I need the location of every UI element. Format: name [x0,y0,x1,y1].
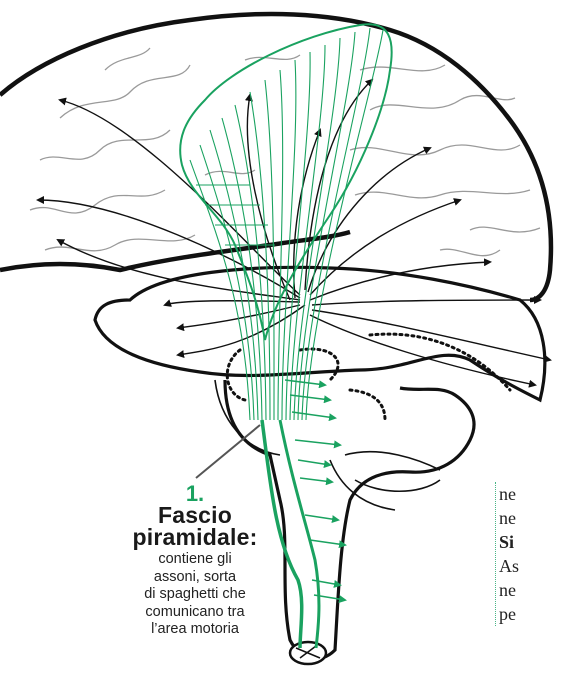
caption-body-line: contiene gli [100,551,290,569]
side-text-line: ne [499,506,570,530]
side-article-text: ne ne Si As ne pe [495,482,570,626]
caption-leader-line [196,425,260,478]
cerebrum-outline [0,14,551,300]
side-text-line: ne [499,578,570,602]
caption-body-line: l’area motoria [100,621,290,639]
caption-body-line: comunicano tra [100,604,290,622]
caption-body: contiene gli assoni, sorta di spaghetti … [100,551,290,639]
caption-body-line: di spaghetti che [100,586,290,604]
side-text-line: As [499,554,570,578]
side-text-line: Si [499,530,570,554]
side-text-line: pe [499,602,570,626]
pyramidal-tract-caption: 1. Fascio piramidale: contiene gli asson… [100,484,290,639]
side-text-line: ne [499,482,570,506]
caption-title-1: Fascio [100,504,290,526]
caption-body-line: assoni, sorta [100,569,290,587]
brain-sulci [30,48,540,256]
temporal-lobe-outline [95,267,545,400]
black-fibres [38,80,550,385]
caption-title-2: piramidale: [100,526,290,548]
caption-number: 1. [100,484,290,504]
